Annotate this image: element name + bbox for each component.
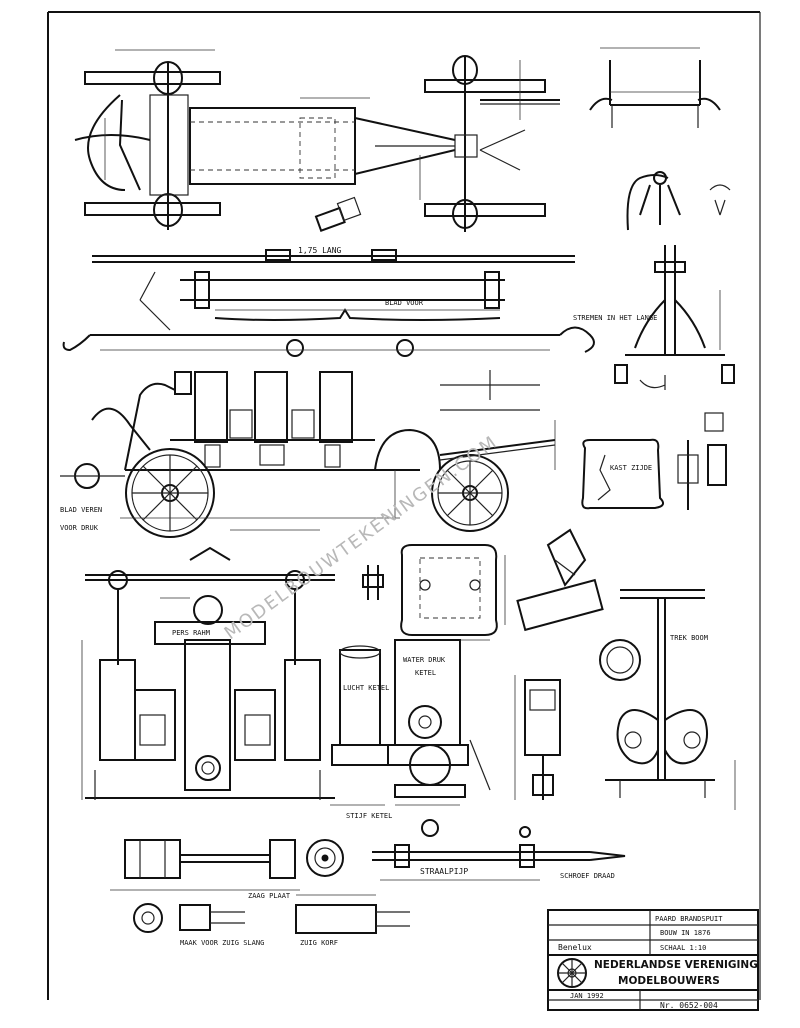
label-blad-veren: BLAD VEREN: [60, 506, 102, 514]
label-stijf-ketel: STIJF KETEL: [346, 812, 392, 820]
label-lucht-ketel: LUCHT KETEL: [343, 684, 389, 692]
title-association-line1: NEDERLANDSE VERENIGING: [594, 959, 758, 971]
coupling-detail: [362, 565, 384, 600]
title-association-line2: MODELBOUWERS: [618, 975, 720, 987]
label-schroef-draad: SCHROEF DRAAD: [560, 872, 615, 880]
chassis-plan-view: [74, 49, 560, 232]
label-length: 1,75 LANG: [298, 246, 342, 255]
label-zuig-korf: ZUIG KORF: [300, 939, 338, 947]
label-zuig-slang: MAAK VOOR ZUIG SLANG: [180, 939, 264, 947]
pump-mechanism-front-view: [81, 546, 335, 800]
pump-arm-detail: [626, 171, 731, 231]
label-straalpijp: STRAALPIJP: [420, 867, 468, 876]
label-strainer: STREMEN IN HET LANGE: [573, 314, 657, 322]
tow-bar-stand: [599, 589, 736, 810]
nozzle-pipe-row: [110, 819, 626, 891]
label-zaag-plaat: ZAAG PLAAT: [248, 892, 291, 900]
title-number: Nr. 0652-004: [660, 1001, 718, 1010]
title-drawn-by: Benelux: [558, 943, 592, 952]
chassis-side-view: [62, 249, 595, 357]
label-pers-rahm: PERS RAHM: [172, 629, 210, 637]
title-subject: PAARD BRANDSPUIT: [655, 915, 723, 923]
title-subject-line2: BOUW IN 1876: [660, 929, 711, 937]
title-subject-line3: SCHAAL 1:10: [660, 944, 706, 952]
ornamental-panel-detail: [581, 412, 727, 510]
label-water-drum: WATER DRUK: [403, 656, 446, 664]
label-blad-voor: BLAD VOOR: [385, 299, 424, 307]
suction-strainer-row: [133, 894, 410, 934]
label-kast-zijde: KAST ZIJDE: [610, 464, 652, 472]
watermark: MODELBOUWTEKENINGEN.COM: [221, 431, 503, 644]
sheet-border: [47, 11, 761, 1000]
side-elevation-fire-engine: [60, 370, 556, 538]
air-vessel-and-boiler: [330, 639, 561, 806]
seat-bracket-detail: [589, 47, 721, 128]
title-block: PAARD BRANDSPUIT BOUW IN 1876 SCHAAL 1:1…: [547, 909, 759, 1011]
drawing-labels: 1,75 LANG STREMEN IN HET LANGE BLAD VOOR…: [60, 246, 708, 947]
support-stand-detail: [614, 245, 735, 390]
valve-box-detail: [400, 528, 604, 641]
label-trek-boom: TREK BOOM: [670, 634, 708, 642]
label-ketel: KETEL: [415, 669, 436, 677]
title-date: JAN 1992: [570, 992, 604, 1000]
label-voor-druk: VOOR DRUK: [60, 524, 99, 532]
